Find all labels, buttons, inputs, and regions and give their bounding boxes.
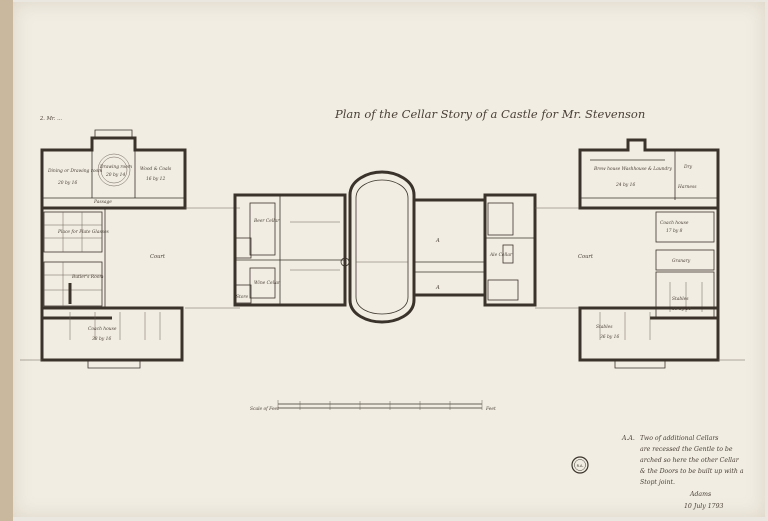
library-stamp: R.A. [571,456,589,474]
label-butlers-room: Butler's Room [71,275,104,280]
mount-edge [0,0,13,521]
label-dining-room-dim: 20 by 16 [57,181,77,186]
label-drawing-room-dim: 20 by 14 [105,173,125,178]
label-wood-coals: Wood & Coals [140,167,172,172]
note-line-4: & the Doors to be built up with a [640,468,744,475]
pencil-note: 2. Mr. ... [39,116,62,122]
drawing-sheet [13,2,765,517]
label-wine-cellar: Wine Cellar [254,281,281,286]
left-wing [20,129,240,369]
note-line-2: are recessed the Gentle to be [640,446,733,453]
label-ale-cellar: Ale Cellar [489,253,513,258]
label-a2: A [435,285,440,291]
right-wing [578,138,745,369]
label-coach-house: Coach house [88,327,117,332]
scale-label: Scale of Feet [250,407,279,412]
note-line-3: arched so here the other Cellar [640,457,740,464]
note-date: 10 July 1793 [684,503,724,510]
label-coach-house-dim: 38 by 16 [92,337,111,342]
note-signature: Adams [689,491,711,498]
label-a1: A [435,238,440,244]
scale-bar: Scale of Feet Feet [250,400,496,412]
label-coach-house-right-dim: 17 by 8 [666,229,683,234]
scale-end-label: Feet [485,407,496,412]
label-coach-house-right: Coach house [660,221,689,226]
label-stables-left: Stables [596,325,613,330]
label-dry: Dry [683,165,693,170]
stamp-text: R.A. [577,464,584,468]
label-dining-room: Dining or Drawing room [47,169,102,174]
drawing-title: Plan of the Cellar Story of a Castle for… [334,107,645,121]
label-drawing-room: Drawing room [99,165,132,170]
label-harness: Harness [677,185,697,190]
note-marker: A.A. [621,435,635,442]
annotation-note: A.A. Two of additional Cellars are reces… [621,435,744,510]
label-wood-coals-dim: 16 by 12 [146,177,165,182]
label-store: Store [236,295,249,300]
note-line-1: Two of additional Cellars [640,435,718,442]
label-stables-right-dim: 16 by 10 [672,307,691,312]
label-court-left: Court [150,254,166,260]
label-passage: Passage [93,200,112,205]
label-granary: Granary [672,259,691,264]
label-stables-left-dim: 36 by 16 [600,335,619,340]
central-block [233,170,580,324]
label-place-for-plate: Place for Plate Glasses [57,230,110,235]
label-beer-cellar: Beer Cellar [253,219,280,224]
note-line-5: Stopt joint. [640,479,675,486]
label-brew-house-dim: 24 by 16 [615,183,635,188]
label-stables-right: Stables [672,297,689,302]
label-court-right: Court [578,254,594,260]
label-brew-house: Brew house Washhouse & Laundry [593,167,672,172]
